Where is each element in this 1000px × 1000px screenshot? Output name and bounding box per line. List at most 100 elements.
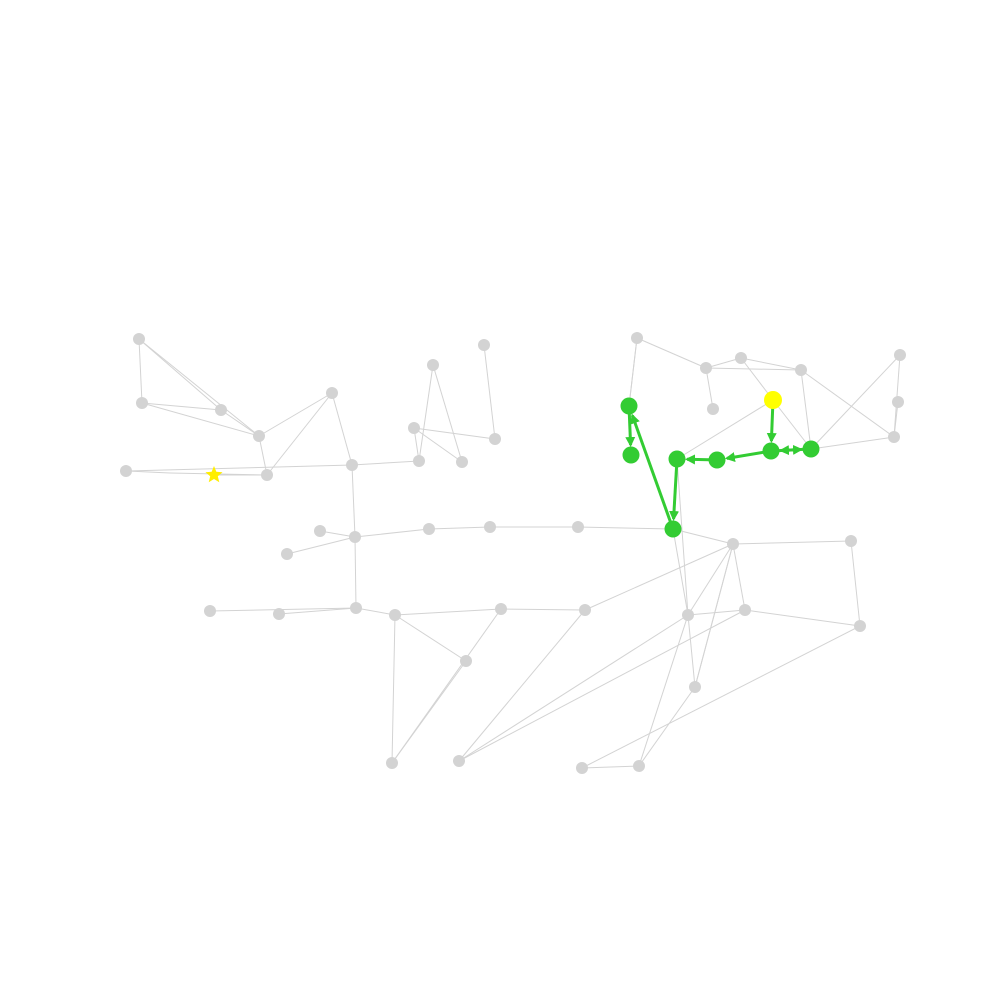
graph-node (739, 604, 751, 616)
graph-node (727, 538, 739, 550)
graph-edge (744, 609, 861, 627)
path-node (802, 440, 820, 458)
path-arrow (625, 413, 636, 448)
graph-edge (138, 338, 260, 437)
graph-edge (394, 614, 467, 662)
graph-node (427, 359, 439, 371)
graph-edge (138, 338, 143, 404)
graph-node (633, 760, 645, 772)
graph-edge (676, 399, 774, 460)
graph-edge (413, 427, 496, 440)
graph-edge (687, 614, 696, 688)
graph-edge (810, 436, 895, 450)
graph-node (350, 602, 362, 614)
graph-node (120, 465, 132, 477)
graph-edge (413, 427, 463, 463)
start-node (764, 391, 782, 409)
graph-edge (266, 392, 333, 476)
graph-node (281, 548, 293, 560)
graph-node (484, 521, 496, 533)
path-arrow (630, 413, 672, 522)
graph-edge (278, 607, 357, 615)
graph-node (261, 469, 273, 481)
graph-edge (638, 614, 689, 767)
path-node (762, 442, 780, 460)
graph-node (408, 422, 420, 434)
path-node (620, 397, 638, 415)
graph-node (136, 397, 148, 409)
graph-edge (732, 540, 852, 545)
graph-edge (351, 460, 420, 466)
graph-node (386, 757, 398, 769)
graph-node (888, 431, 900, 443)
graph-edge (800, 369, 812, 450)
graph-edge (432, 364, 463, 463)
graph-node (631, 332, 643, 344)
graph-edge (676, 458, 689, 616)
graph-edge (850, 540, 861, 627)
graph-node (346, 459, 358, 471)
graph-node (707, 403, 719, 415)
graph-node (204, 605, 216, 617)
graph-node (423, 523, 435, 535)
graph-node (453, 755, 465, 767)
graph-edge (418, 364, 434, 462)
graph-edge (810, 354, 901, 450)
graph-node (314, 525, 326, 537)
graph-edge (286, 536, 356, 555)
graph-edge (394, 608, 502, 616)
graph-edge (636, 337, 707, 369)
graph-node (854, 620, 866, 632)
graph-edge (705, 367, 802, 371)
graph-edge (694, 543, 734, 688)
path-node (668, 450, 686, 468)
graph-edge (800, 369, 895, 438)
graph-edge (577, 526, 674, 530)
graph-node (700, 362, 712, 374)
graph-edge (638, 686, 696, 767)
graph-node (413, 455, 425, 467)
path-arrow (669, 466, 680, 522)
graph-node (689, 681, 701, 693)
path-arrow (778, 445, 804, 456)
graph-edge (687, 609, 746, 616)
graph-node (576, 762, 588, 774)
graph-edge (125, 464, 353, 472)
graph-node (253, 430, 265, 442)
graph-edge (672, 528, 734, 545)
graph-edge (391, 608, 502, 764)
graph-node (682, 609, 694, 621)
graph-edge (258, 435, 268, 476)
graph-edge (354, 536, 357, 609)
graph-edge (581, 625, 861, 769)
graph-node (273, 608, 285, 620)
graph-edge (740, 357, 802, 371)
graph-edge (138, 338, 222, 411)
graph-node (892, 396, 904, 408)
graph-node (795, 364, 807, 376)
graph-edge (458, 614, 689, 762)
graph-edge (220, 409, 260, 437)
graph-edge (428, 526, 491, 530)
graph-node (215, 404, 227, 416)
graph-edge (628, 337, 638, 407)
graph-node (326, 387, 338, 399)
graph-node (579, 604, 591, 616)
path-arrow (724, 450, 764, 462)
graph-edge (258, 392, 333, 437)
graph-edge (355, 607, 396, 616)
path-node (708, 451, 726, 469)
graph-edge (705, 357, 742, 369)
graph-edge (125, 470, 171, 474)
graph-node (845, 535, 857, 547)
graph-edge (331, 392, 353, 466)
nodes-layer (120, 332, 906, 774)
graph-node (572, 521, 584, 533)
graph-edge (581, 765, 640, 769)
goal-star-icon (205, 466, 223, 483)
graph-edge (500, 608, 586, 611)
graph-edge (141, 402, 260, 437)
graph-node (460, 655, 472, 667)
graph-edge (584, 543, 734, 611)
graph-node (456, 456, 468, 468)
